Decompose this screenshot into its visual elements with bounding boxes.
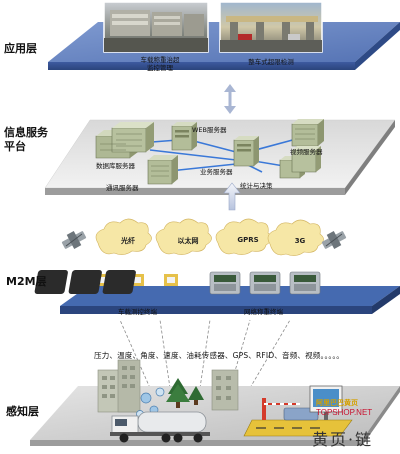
label-video-server: 视频服务器 — [290, 148, 323, 156]
cloud-label-3g: 3G — [294, 237, 306, 245]
label-weighing-terminal: 网络称重终端 — [244, 308, 283, 316]
label-business-server: 业务服务器 — [200, 168, 233, 176]
trees-icon — [166, 378, 204, 408]
layer-label-application: 应用层 — [4, 42, 37, 55]
weighing-terminal-icons — [209, 271, 321, 295]
business-server-icon — [233, 136, 259, 167]
layer-label-info-service: 信息服务 平台 — [4, 126, 48, 153]
tanker-truck-icon — [110, 411, 210, 443]
satellite-icon-left — [61, 231, 87, 249]
double-arrow-icon — [224, 84, 236, 114]
buildings-icon — [97, 359, 239, 413]
watermark-cn: 阿里巴巴黄页 — [316, 399, 358, 407]
web-server-icon — [171, 122, 197, 151]
cloud-shapes — [95, 218, 324, 256]
toll-station-photo — [219, 1, 323, 53]
label-comm-server: 通讯服务器 — [106, 184, 139, 192]
database-server-icon — [95, 122, 154, 159]
label-web-server: WEB服务器 — [192, 126, 227, 134]
label-stats-decision: 统计与决策 — [240, 182, 273, 190]
up-arrow-icon — [223, 182, 241, 211]
watermark-signature: 黄页·链 — [312, 430, 374, 449]
photo-caption-truck-monitoring: 车载称重治超 监控管理 — [140, 56, 180, 72]
cloud-label-gprs: GPRS — [237, 236, 259, 244]
label-database-server: 数据库服务器 — [96, 162, 135, 170]
comm-server-icon — [147, 155, 178, 185]
truck-monitoring-photo — [103, 1, 209, 53]
watermark-url: TOPSHOP.NET — [316, 408, 373, 417]
layer-label-m2m: M2M层 — [6, 275, 47, 288]
cloud-label-fiber: 光纤 — [121, 237, 135, 245]
cloud-label-ethernet: 以太网 — [177, 237, 199, 245]
photo-caption-overload-detection: 整车式超限检测 — [248, 58, 294, 66]
label-vehicle-terminal: 车载测控终端 — [118, 308, 157, 316]
video-server-icon — [291, 119, 324, 147]
sensor-list: 压力、温度、角度、速度、油耗传感器、GPS、RFID、音频、视频。。。。。 — [94, 351, 345, 360]
stats-server-icon — [279, 146, 321, 179]
vehicle-terminal-icons — [34, 270, 178, 294]
layer-label-perception: 感知层 — [6, 405, 39, 418]
weigh-station-icon — [243, 385, 353, 437]
satellite-icon-right — [321, 231, 347, 249]
